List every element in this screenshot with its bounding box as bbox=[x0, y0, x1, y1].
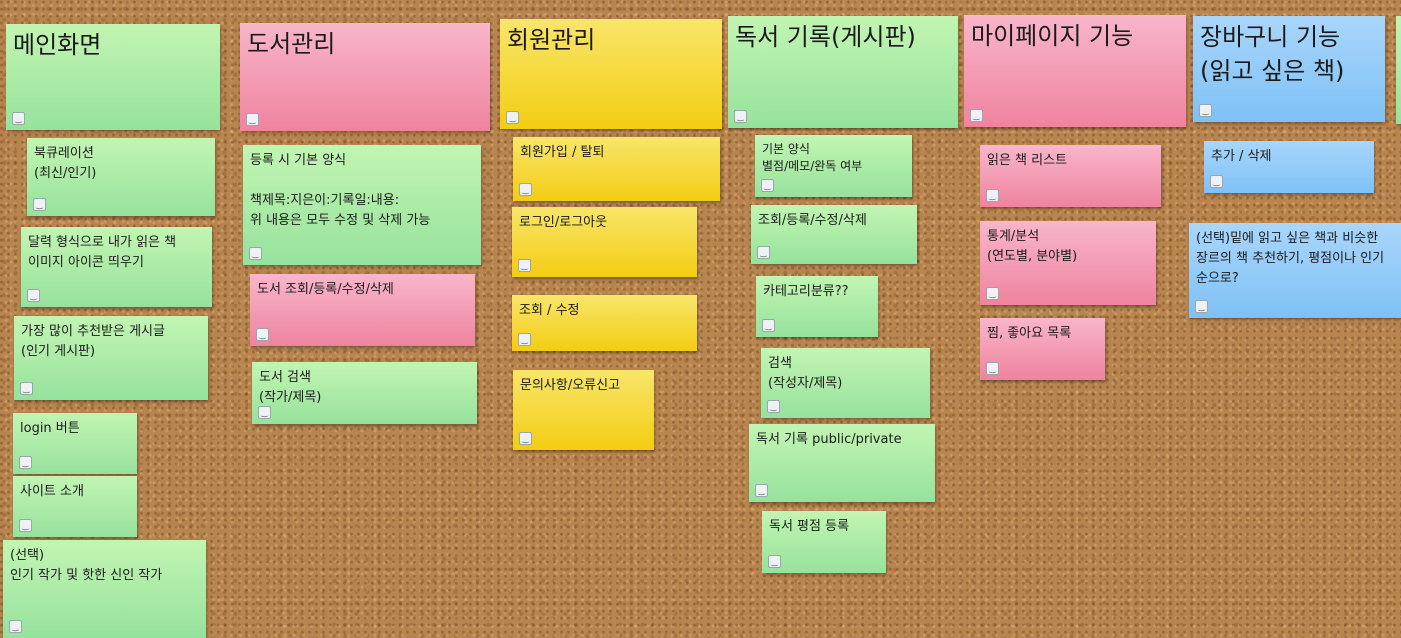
note-registration-form[interactable]: 등록 시 기본 양식 책제목:지은이:기록일:내용: 위 내용은 모두 수정 및… bbox=[243, 145, 481, 265]
note-book-curation[interactable]: 북큐레이션 (최신/인기) ‿ bbox=[27, 138, 215, 216]
smiley-face-icon: ‿ bbox=[19, 456, 32, 469]
note-text: 통계/분석 (연도별, 분야별) bbox=[987, 229, 1078, 264]
note-text: 북큐레이션 (최신/인기) bbox=[34, 146, 97, 181]
smiley-face-icon: ‿ bbox=[757, 246, 770, 259]
note-rating[interactable]: 독서 평점 등록 ‿ bbox=[762, 511, 886, 573]
note-calendar-icons[interactable]: 달력 형식으로 내가 읽은 책 이미지 아이콘 띄우기 ‿ bbox=[21, 227, 212, 307]
note-member-view-edit[interactable]: 조회 / 수정 ‿ bbox=[512, 295, 697, 351]
note-text: 장바구니 기능 (읽고 싶은 책) bbox=[1200, 23, 1345, 85]
note-text: 독서 기록(게시판) bbox=[735, 23, 916, 51]
smiley-face-icon: ‿ bbox=[518, 333, 531, 346]
smiley-face-icon: ‿ bbox=[27, 289, 40, 302]
note-signup-withdraw[interactable]: 회원가입 / 탈퇴 ‿ bbox=[513, 137, 720, 201]
smiley-face-icon: ‿ bbox=[33, 198, 46, 211]
note-read-list[interactable]: 읽은 책 리스트 ‿ bbox=[980, 145, 1161, 207]
note-text: login 버튼 bbox=[20, 421, 80, 436]
smiley-face-icon: ‿ bbox=[986, 362, 999, 375]
note-text: 조회 / 수정 bbox=[519, 303, 580, 318]
header-note-member-management[interactable]: 회원관리 ‿ bbox=[500, 19, 722, 129]
note-text: (선택) 인기 작가 및 핫한 신인 작가 bbox=[10, 548, 163, 583]
smiley-face-icon: ‿ bbox=[12, 112, 25, 125]
note-text: 도서관리 bbox=[247, 30, 336, 58]
note-text: 사이트 소개 bbox=[20, 484, 84, 499]
smiley-face-icon: ‿ bbox=[970, 109, 983, 122]
note-text: 메인화면 bbox=[13, 31, 102, 59]
note-text: 문의사항/오류신고 bbox=[520, 378, 621, 393]
note-text: (선택)밑에 읽고 싶은 책과 비슷한 장르의 책 추천하기, 평점이나 인기순… bbox=[1196, 231, 1385, 286]
note-text: 마이페이지 기능 bbox=[971, 22, 1134, 50]
header-note-book-management[interactable]: 도서관리 ‿ bbox=[240, 23, 490, 131]
note-login-logout[interactable]: 로그인/로그아웃 ‿ bbox=[512, 207, 697, 277]
smiley-face-icon: ‿ bbox=[767, 400, 780, 413]
smiley-face-icon: ‿ bbox=[762, 319, 775, 332]
note-text: 추가 / 삭제 bbox=[1211, 149, 1272, 164]
smiley-face-icon: ‿ bbox=[986, 287, 999, 300]
smiley-face-icon: ‿ bbox=[20, 382, 33, 395]
smiley-face-icon: ‿ bbox=[1199, 104, 1212, 117]
note-text: 등록 시 기본 양식 책제목:지은이:기록일:내용: 위 내용은 모두 수정 및… bbox=[250, 153, 431, 228]
note-text: 카테고리분류?? bbox=[763, 284, 849, 299]
smiley-face-icon: ‿ bbox=[258, 406, 271, 419]
note-site-intro[interactable]: 사이트 소개 ‿ bbox=[13, 476, 137, 537]
note-basic-form[interactable]: 기본 양식 별점/메모/완독 여부 ‿ bbox=[755, 135, 912, 197]
note-popular-posts[interactable]: 가장 많이 추천받은 게시글 (인기 게시판) ‿ bbox=[14, 316, 208, 400]
note-text: 도서 조회/등록/수정/삭제 bbox=[257, 282, 394, 297]
note-recommendation[interactable]: (선택)밑에 읽고 싶은 책과 비슷한 장르의 책 추천하기, 평점이나 인기순… bbox=[1189, 223, 1401, 318]
smiley-face-icon: ‿ bbox=[1210, 175, 1223, 188]
note-book-crud[interactable]: 도서 조회/등록/수정/삭제 ‿ bbox=[250, 274, 475, 346]
smiley-face-icon: ‿ bbox=[1195, 300, 1208, 313]
smiley-face-icon: ‿ bbox=[519, 432, 532, 445]
partial-note-edge[interactable] bbox=[1396, 16, 1401, 124]
note-statistics[interactable]: 통계/분석 (연도별, 분야별) ‿ bbox=[980, 221, 1156, 305]
smiley-face-icon: ‿ bbox=[256, 328, 269, 341]
note-text: 달력 형식으로 내가 읽은 책 이미지 아이콘 띄우기 bbox=[28, 235, 177, 270]
smiley-face-icon: ‿ bbox=[506, 111, 519, 124]
note-post-search[interactable]: 검색 (작성자/제목) ‿ bbox=[761, 348, 930, 418]
smiley-face-icon: ‿ bbox=[755, 484, 768, 497]
note-inquiry-report[interactable]: 문의사항/오류신고 ‿ bbox=[513, 370, 654, 450]
smiley-face-icon: ‿ bbox=[986, 189, 999, 202]
smiley-face-icon: ‿ bbox=[9, 620, 22, 633]
smiley-face-icon: ‿ bbox=[734, 110, 747, 123]
smiley-face-icon: ‿ bbox=[768, 555, 781, 568]
header-note-main-screen[interactable]: 메인화면 ‿ bbox=[6, 24, 220, 130]
smiley-face-icon: ‿ bbox=[518, 259, 531, 272]
note-text: 도서 검색 (작가/제목) bbox=[259, 370, 322, 405]
note-text: 회원관리 bbox=[507, 26, 596, 54]
note-popular-authors[interactable]: (선택) 인기 작가 및 핫한 신인 작가 ‿ bbox=[3, 540, 206, 638]
note-post-crud[interactable]: 조회/등록/수정/삭제 ‿ bbox=[751, 205, 917, 264]
note-text: 로그인/로그아웃 bbox=[519, 215, 608, 230]
header-note-reading-log[interactable]: 독서 기록(게시판) ‿ bbox=[728, 16, 958, 128]
note-text: 회원가입 / 탈퇴 bbox=[520, 145, 605, 160]
note-likes-list[interactable]: 찜, 좋아요 목록 ‿ bbox=[980, 318, 1105, 380]
note-text: 찜, 좋아요 목록 bbox=[987, 326, 1072, 341]
note-text: 읽은 책 리스트 bbox=[987, 153, 1068, 168]
smiley-face-icon: ‿ bbox=[249, 247, 262, 260]
note-text: 조회/등록/수정/삭제 bbox=[758, 213, 867, 228]
note-category[interactable]: 카테고리분류?? ‿ bbox=[756, 276, 878, 337]
smiley-face-icon: ‿ bbox=[519, 183, 532, 196]
note-public-private[interactable]: 독서 기록 public/private ‿ bbox=[749, 424, 935, 502]
note-text: 검색 (작성자/제목) bbox=[768, 356, 843, 391]
smiley-face-icon: ‿ bbox=[761, 179, 774, 192]
note-text: 기본 양식 별점/메모/완독 여부 bbox=[762, 142, 863, 173]
note-book-search[interactable]: 도서 검색 (작가/제목) ‿ bbox=[252, 362, 477, 424]
note-text: 가장 많이 추천받은 게시글 (인기 게시판) bbox=[21, 324, 165, 359]
note-text: 독서 평점 등록 bbox=[769, 519, 850, 534]
note-add-delete[interactable]: 추가 / 삭제 ‿ bbox=[1204, 141, 1374, 193]
header-note-wishlist[interactable]: 장바구니 기능 (읽고 싶은 책) ‿ bbox=[1193, 16, 1385, 122]
note-text: 독서 기록 public/private bbox=[756, 432, 902, 447]
note-login-button[interactable]: login 버튼 ‿ bbox=[13, 413, 137, 474]
header-note-mypage[interactable]: 마이페이지 기능 ‿ bbox=[964, 15, 1186, 127]
smiley-face-icon: ‿ bbox=[19, 519, 32, 532]
smiley-face-icon: ‿ bbox=[246, 113, 259, 126]
